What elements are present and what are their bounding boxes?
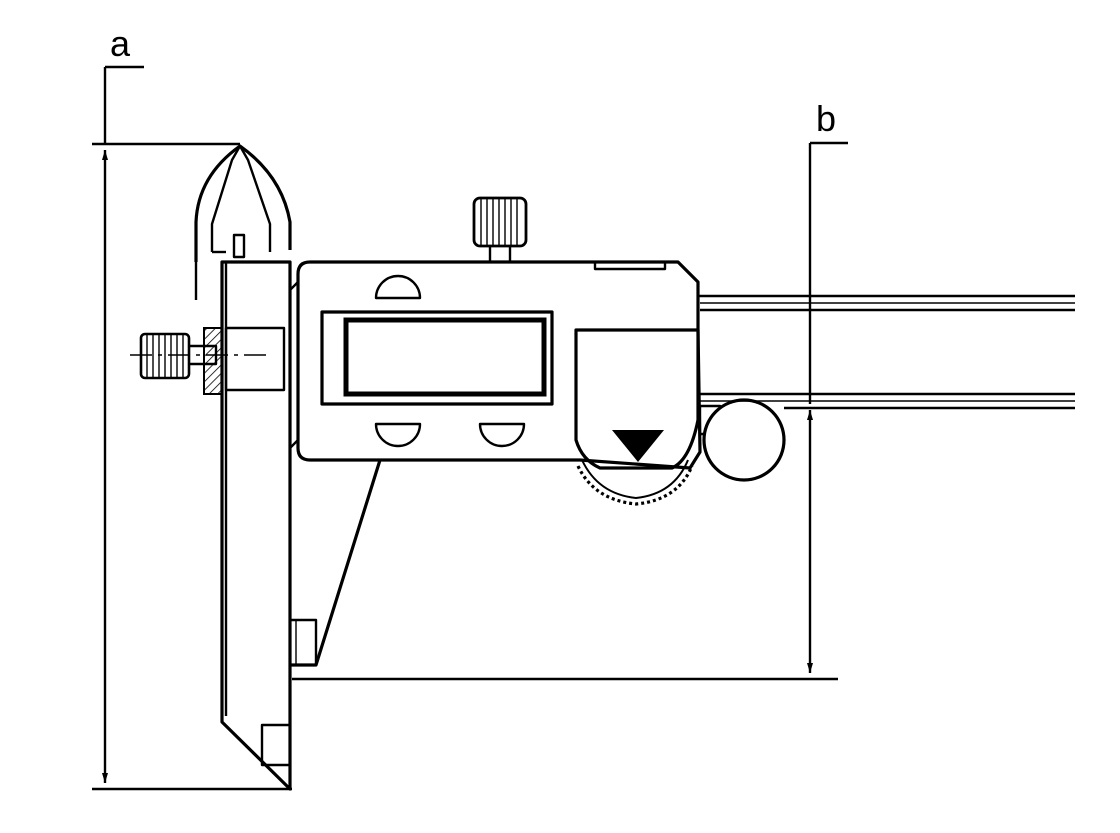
display-housing bbox=[288, 260, 702, 667]
gear-rim bbox=[581, 459, 689, 500]
housing-top-slot bbox=[593, 260, 667, 271]
slider-lower-body bbox=[290, 459, 382, 667]
beam-outline bbox=[220, 260, 292, 791]
beam-side-block bbox=[290, 618, 318, 665]
arrow-down-icon bbox=[612, 430, 664, 462]
button-top[interactable] bbox=[374, 274, 422, 300]
thumb-gear bbox=[576, 459, 694, 506]
roller-wheel bbox=[698, 398, 786, 482]
housing-outline bbox=[296, 260, 702, 470]
thumb-panel bbox=[574, 328, 700, 470]
lcd-screen bbox=[343, 317, 547, 397]
jaw-tip-slot bbox=[232, 233, 246, 259]
upper-jaw-tip bbox=[194, 144, 292, 300]
lcd-bezel bbox=[320, 310, 554, 406]
dimension-a-label: a bbox=[110, 23, 131, 64]
housing-side-edges bbox=[289, 281, 299, 449]
locking-screw bbox=[130, 326, 286, 395]
dimension-b: b bbox=[292, 98, 848, 681]
main-beam bbox=[220, 260, 318, 791]
gear-teeth bbox=[576, 465, 694, 506]
dimension-b-label: b bbox=[816, 98, 836, 139]
top-knob-head bbox=[472, 196, 528, 248]
button-bottom-left[interactable] bbox=[374, 422, 422, 448]
roller-wheel-circle bbox=[702, 398, 786, 482]
jaw-tip-inner bbox=[210, 144, 272, 252]
button-bottom-right[interactable] bbox=[478, 422, 526, 448]
dimension-a: a bbox=[92, 23, 292, 791]
beam-bottom-notch bbox=[260, 723, 292, 767]
beam-rails bbox=[698, 294, 1075, 410]
top-knob bbox=[472, 196, 528, 264]
screw-housing-hatched bbox=[203, 327, 223, 395]
screw-housing bbox=[224, 326, 286, 392]
